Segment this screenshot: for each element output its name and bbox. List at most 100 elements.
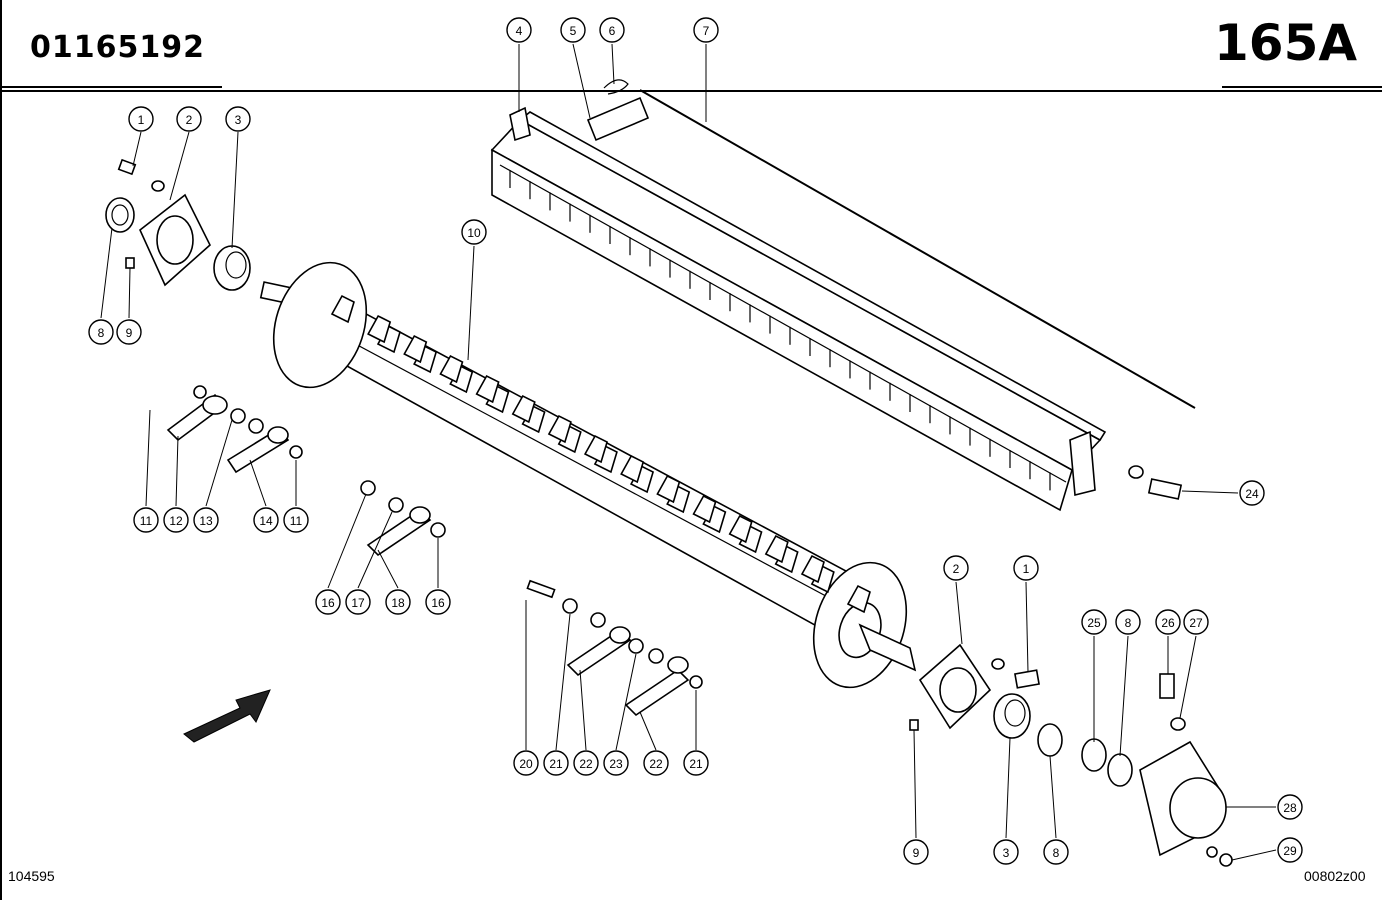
rotor-lug <box>656 474 681 504</box>
svg-text:2: 2 <box>953 562 960 576</box>
callout-26: 26 <box>1155 609 1181 635</box>
left-bearing-assembly <box>105 158 251 291</box>
callout-3: 3 <box>225 106 251 132</box>
callout-9: 9 <box>903 839 929 865</box>
svg-text:24: 24 <box>1245 487 1259 501</box>
callout-11: 11 <box>283 507 309 533</box>
callout-8: 8 <box>88 319 114 345</box>
svg-text:21: 21 <box>549 757 563 771</box>
callout-21: 21 <box>543 750 569 776</box>
callout-9: 9 <box>116 319 142 345</box>
callout-23: 23 <box>603 750 629 776</box>
rotor-lug <box>475 374 500 404</box>
callout-7: 7 <box>693 17 719 43</box>
rotor-lug <box>728 514 753 544</box>
pin-plate <box>586 96 650 142</box>
scraper-set-left <box>166 385 303 474</box>
svg-text:8: 8 <box>1125 616 1132 630</box>
rotor-lug <box>403 334 428 364</box>
callout-1: 1 <box>1013 555 1039 581</box>
callout-5: 5 <box>560 17 586 43</box>
callout-13: 13 <box>193 507 219 533</box>
svg-text:3: 3 <box>235 113 242 127</box>
svg-text:9: 9 <box>126 326 133 340</box>
callout-24: 24 <box>1239 480 1265 506</box>
page-code: 165A <box>1214 14 1358 72</box>
document-number: 01165192 <box>30 30 205 65</box>
svg-text:2: 2 <box>186 113 193 127</box>
svg-text:20: 20 <box>519 757 533 771</box>
page-code-underline <box>1222 86 1382 88</box>
drawing-code: 00802z00 <box>1304 868 1366 884</box>
callout-11: 11 <box>133 507 159 533</box>
rotor-lug <box>583 434 609 464</box>
scraper-set-bottom <box>526 579 703 717</box>
callout-25: 25 <box>1081 609 1107 635</box>
svg-text:18: 18 <box>391 596 405 610</box>
svg-text:5: 5 <box>570 24 577 38</box>
rotor-lug <box>846 584 871 614</box>
trough-bar <box>490 106 1107 512</box>
callout-16: 16 <box>425 589 451 615</box>
callout-17: 17 <box>345 589 371 615</box>
callout-27: 27 <box>1183 609 1209 635</box>
rotor-lug <box>367 314 392 344</box>
svg-text:21: 21 <box>689 757 703 771</box>
rotor-shaft <box>259 261 917 689</box>
rotor-lug <box>620 454 645 484</box>
callout-8: 8 <box>1115 609 1141 635</box>
callout-3: 3 <box>993 839 1019 865</box>
rod <box>639 89 1196 409</box>
svg-text:16: 16 <box>431 596 445 610</box>
svg-text:7: 7 <box>703 24 710 38</box>
callout-10: 10 <box>461 219 487 245</box>
document-number-underline <box>0 86 222 88</box>
callout-21: 21 <box>683 750 709 776</box>
header-divider <box>0 90 1382 92</box>
svg-text:11: 11 <box>290 514 303 528</box>
svg-text:23: 23 <box>609 757 623 771</box>
callout-8: 8 <box>1043 839 1069 865</box>
callout-29: 29 <box>1277 837 1303 863</box>
rotor-lug <box>764 534 789 564</box>
svg-text:13: 13 <box>199 514 213 528</box>
svg-text:22: 22 <box>649 757 663 771</box>
svg-text:12: 12 <box>169 514 183 528</box>
svg-text:14: 14 <box>259 514 273 528</box>
svg-text:28: 28 <box>1283 801 1297 815</box>
svg-text:27: 27 <box>1189 616 1203 630</box>
callout-20: 20 <box>513 750 539 776</box>
svg-text:17: 17 <box>351 596 365 610</box>
svg-text:9: 9 <box>913 846 920 860</box>
svg-text:8: 8 <box>1053 846 1060 860</box>
svg-text:8: 8 <box>98 326 105 340</box>
rotor-lug <box>439 354 464 384</box>
callout-4: 4 <box>506 17 532 43</box>
callout-2: 2 <box>176 106 202 132</box>
svg-text:1: 1 <box>1023 562 1030 576</box>
illustration-reference: 104595 <box>8 868 55 884</box>
rotor-lug <box>800 554 825 584</box>
svg-text:26: 26 <box>1161 616 1175 630</box>
callout-14: 14 <box>253 507 279 533</box>
callout-12: 12 <box>163 507 189 533</box>
svg-text:16: 16 <box>321 596 335 610</box>
rotor-lug <box>692 494 717 524</box>
callout-22: 22 <box>643 750 669 776</box>
callout-22: 22 <box>573 750 599 776</box>
svg-text:3: 3 <box>1003 846 1010 860</box>
callout-18: 18 <box>385 589 411 615</box>
scraper-set-middle <box>360 480 446 557</box>
frame-left-border <box>0 0 2 900</box>
svg-text:29: 29 <box>1283 844 1297 858</box>
svg-text:10: 10 <box>467 226 481 240</box>
rotor-lug <box>330 294 355 324</box>
svg-text:1: 1 <box>138 113 145 127</box>
leader-lines <box>100 43 1277 861</box>
svg-text:4: 4 <box>516 24 523 38</box>
rotor-lug <box>511 394 536 424</box>
svg-text:11: 11 <box>140 514 153 528</box>
